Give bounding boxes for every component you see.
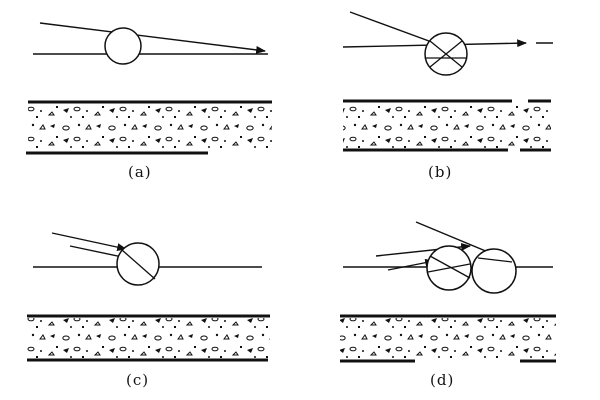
panel-d-diagram [340, 221, 556, 363]
panel-d-particle-left-chord-2 [427, 263, 471, 273]
panel-d-particle-circle-right [471, 248, 517, 294]
panel-b-particle-chord-2 [429, 40, 463, 68]
panel-c-diagram [27, 232, 270, 362]
panel-d-particle-left-chord-1 [429, 255, 471, 279]
panel-b-diagram [342, 11, 553, 152]
panel-a-incident-ray [39, 22, 266, 54]
panel-c-strip-body [27, 318, 270, 358]
panel-a-strip-body [28, 103, 272, 151]
panel-d-label: (d) [430, 371, 455, 389]
panel-d-incident-ray-3 [387, 258, 435, 271]
panel-c-label: (c) [126, 371, 150, 389]
panel-d-strip-body [340, 318, 556, 359]
panel-d-particle-right-chord [477, 257, 513, 263]
panel-a-diagram [26, 22, 272, 155]
panel-b-strip-body [343, 103, 551, 148]
panel-a-label: (a) [128, 163, 152, 181]
panel-c-particle-chord [121, 249, 156, 280]
panel-a-particle-circle [104, 27, 142, 65]
panel-b-label: (b) [428, 163, 453, 181]
panel-c-incident-ray-1 [51, 232, 127, 251]
